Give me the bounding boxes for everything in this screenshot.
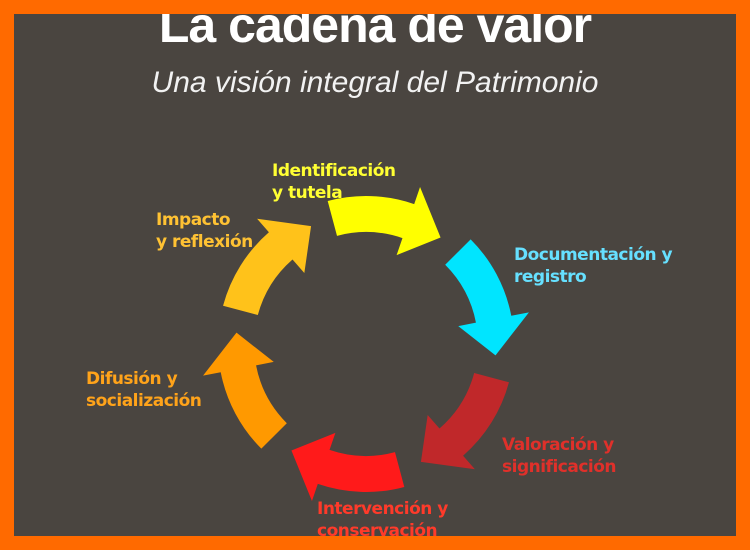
stage-label-documentacion: Documentación y registro [514, 244, 673, 288]
stage-label-line: registro [514, 267, 587, 287]
stage-label-intervencion: Intervención y conservación [317, 498, 448, 536]
stage-label-line: socialización [86, 391, 202, 411]
stage-label-valoracion: Valoración y significación [502, 434, 617, 478]
diagram-frame: La cadena de valor Una visión integral d… [14, 14, 736, 536]
stage-label-impacto: Impacto y reflexión [156, 209, 253, 253]
cycle-arrow-intervencion [291, 432, 405, 501]
stage-label-line: y tutela [272, 183, 343, 203]
stage-label-line: conservación [317, 521, 438, 536]
cycle-arrow-difusion [203, 332, 287, 449]
stage-label-line: Difusión y [86, 369, 178, 389]
cycle-arrow-valoracion [420, 372, 509, 470]
page-subtitle: Una visión integral del Patrimonio [151, 66, 599, 99]
page-title: La cadena de valor [158, 14, 592, 53]
stage-label-line: significación [502, 457, 617, 477]
cycle-arrow-impacto [223, 218, 312, 316]
cycle-arrow-documentacion [445, 239, 529, 356]
stage-label-line: Identificación [272, 161, 396, 181]
stage-label-line: Intervención y [317, 499, 448, 519]
stage-label-line: Impacto [156, 210, 231, 230]
value-chain-cycle [203, 187, 529, 501]
stage-label-line: Valoración y [502, 435, 614, 455]
cycle-arrow-identificacion [327, 187, 441, 256]
stage-label-line: Documentación y [514, 245, 673, 265]
stage-label-difusion: Difusión y socialización [86, 368, 202, 412]
stage-label-line: y reflexión [156, 232, 253, 252]
stage-label-identificacion: Identificación y tutela [272, 160, 396, 204]
